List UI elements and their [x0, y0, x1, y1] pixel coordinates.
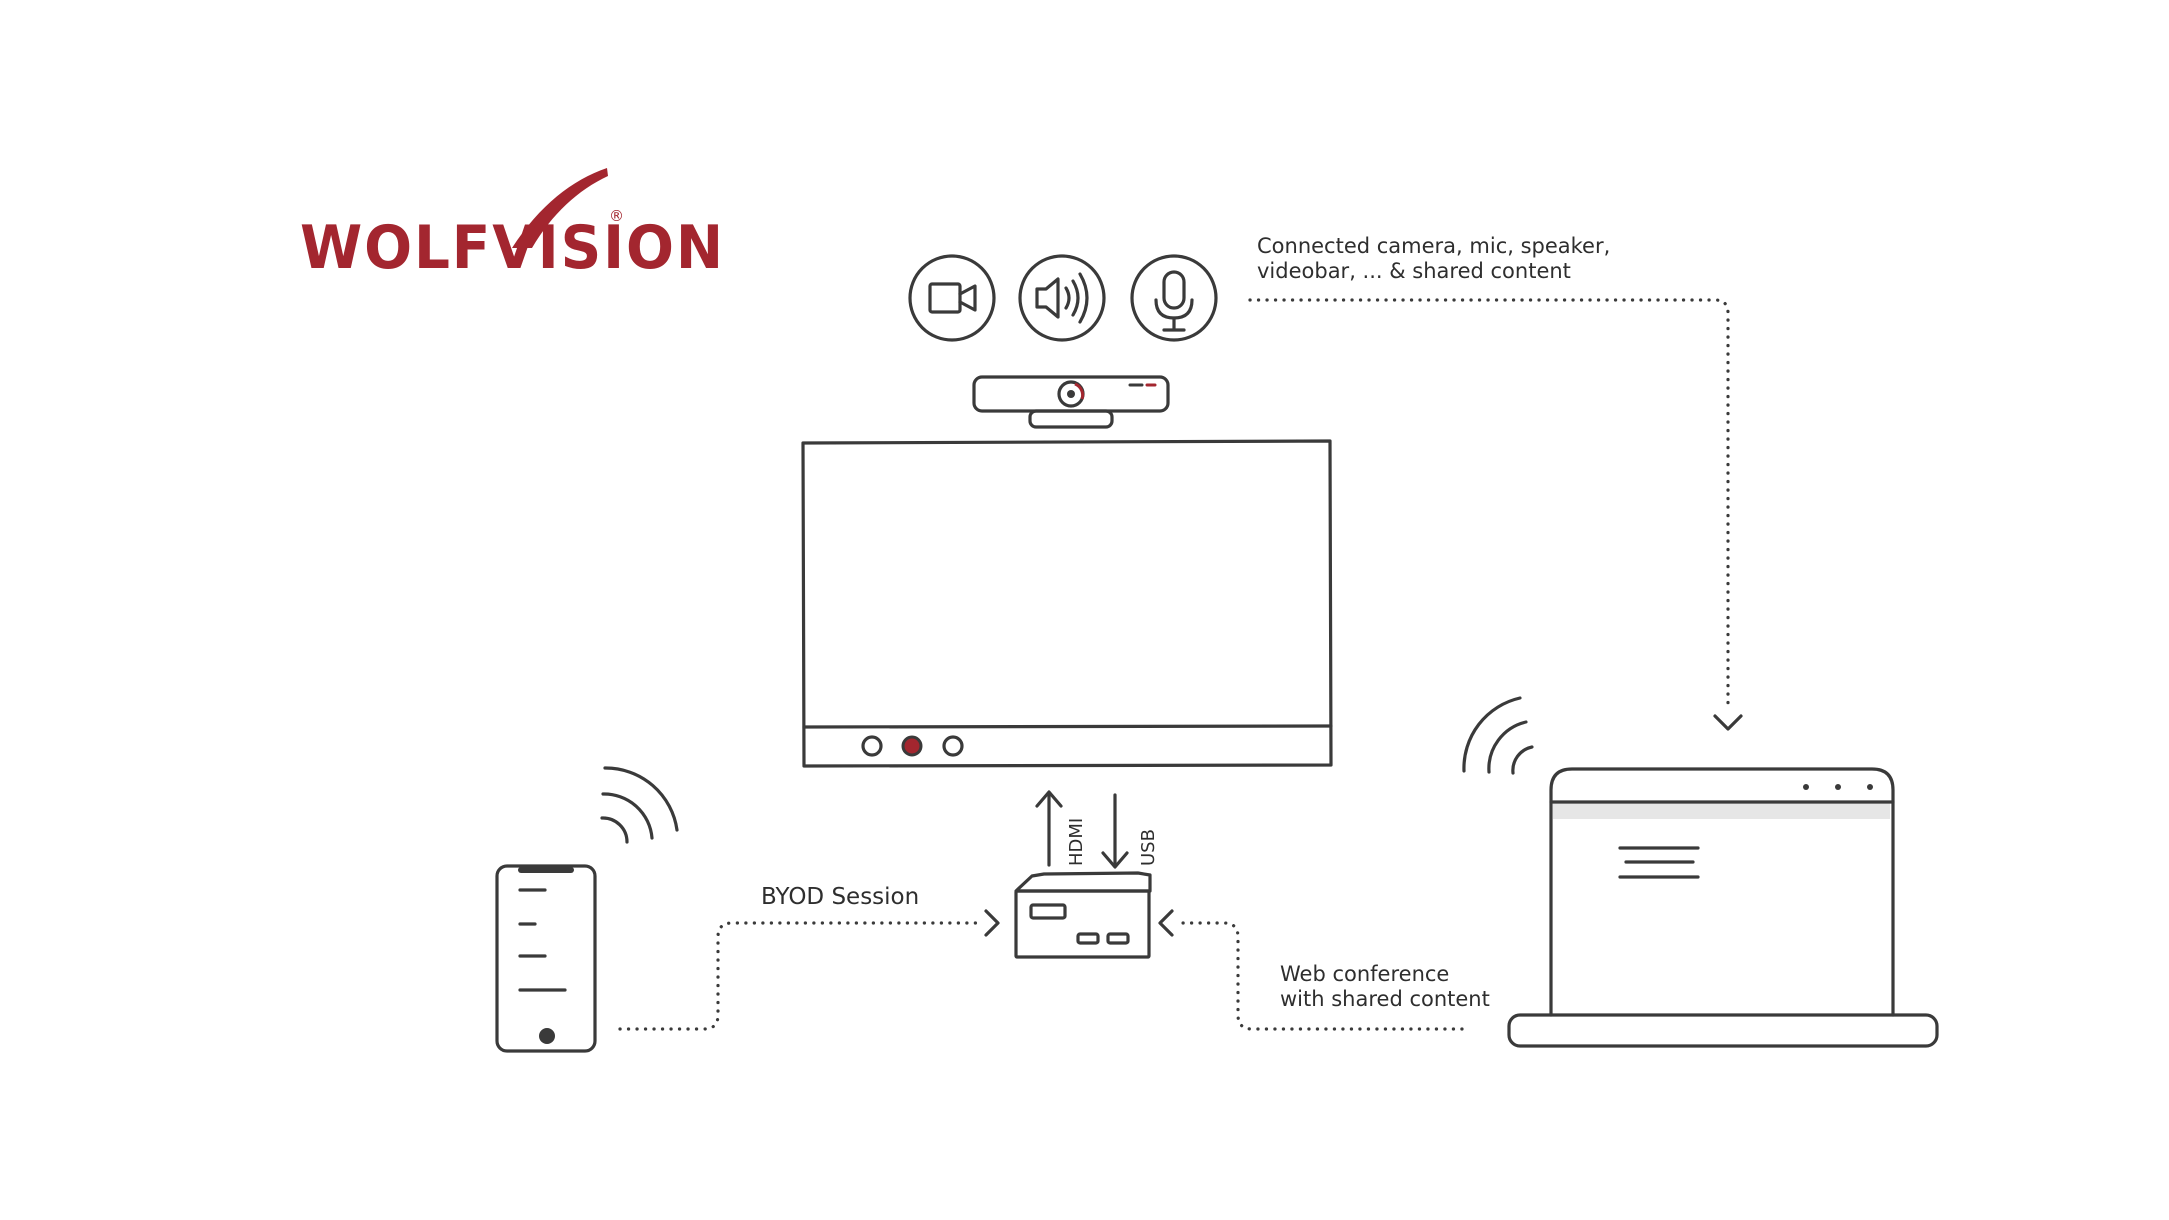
byod-session-label: BYOD Session [761, 884, 919, 910]
wifi-icon [600, 766, 679, 844]
laptop [1507, 767, 1939, 1048]
connected-devices-label-line2: videobar, ... & shared content [1257, 259, 1571, 283]
web-conference-label-line2: with shared content [1280, 987, 1490, 1011]
hdmi-arrow [1035, 790, 1063, 867]
registered-mark: ® [609, 207, 624, 225]
logo-text: WOLFVISION [300, 213, 725, 283]
display-screen [801, 439, 1333, 768]
usb-arrow [1101, 793, 1129, 869]
arrowhead-left [1158, 909, 1174, 937]
web-conference-label-line1: Web conference [1280, 962, 1449, 986]
hub-device [1014, 871, 1152, 959]
connected-devices-label-line1: Connected camera, mic, speaker, [1257, 234, 1610, 258]
byod-connector [618, 921, 984, 1031]
wolfvision-logo: WOLFVISION ® [300, 168, 725, 283]
usb-label: USB [1138, 829, 1159, 866]
web-conference-connector [1174, 921, 1464, 1031]
arrowhead-right [984, 909, 1000, 937]
video-camera-icon [908, 254, 996, 342]
speaker-icon [1018, 254, 1106, 342]
arrowhead-down [1713, 714, 1743, 731]
smartphone [495, 864, 597, 1053]
hdmi-label: HDMI [1066, 818, 1087, 866]
microphone-icon [1130, 254, 1218, 342]
laptop-wifi-icon [1462, 696, 1534, 775]
connector-to-laptop [1248, 298, 1730, 710]
videobar [972, 375, 1170, 429]
